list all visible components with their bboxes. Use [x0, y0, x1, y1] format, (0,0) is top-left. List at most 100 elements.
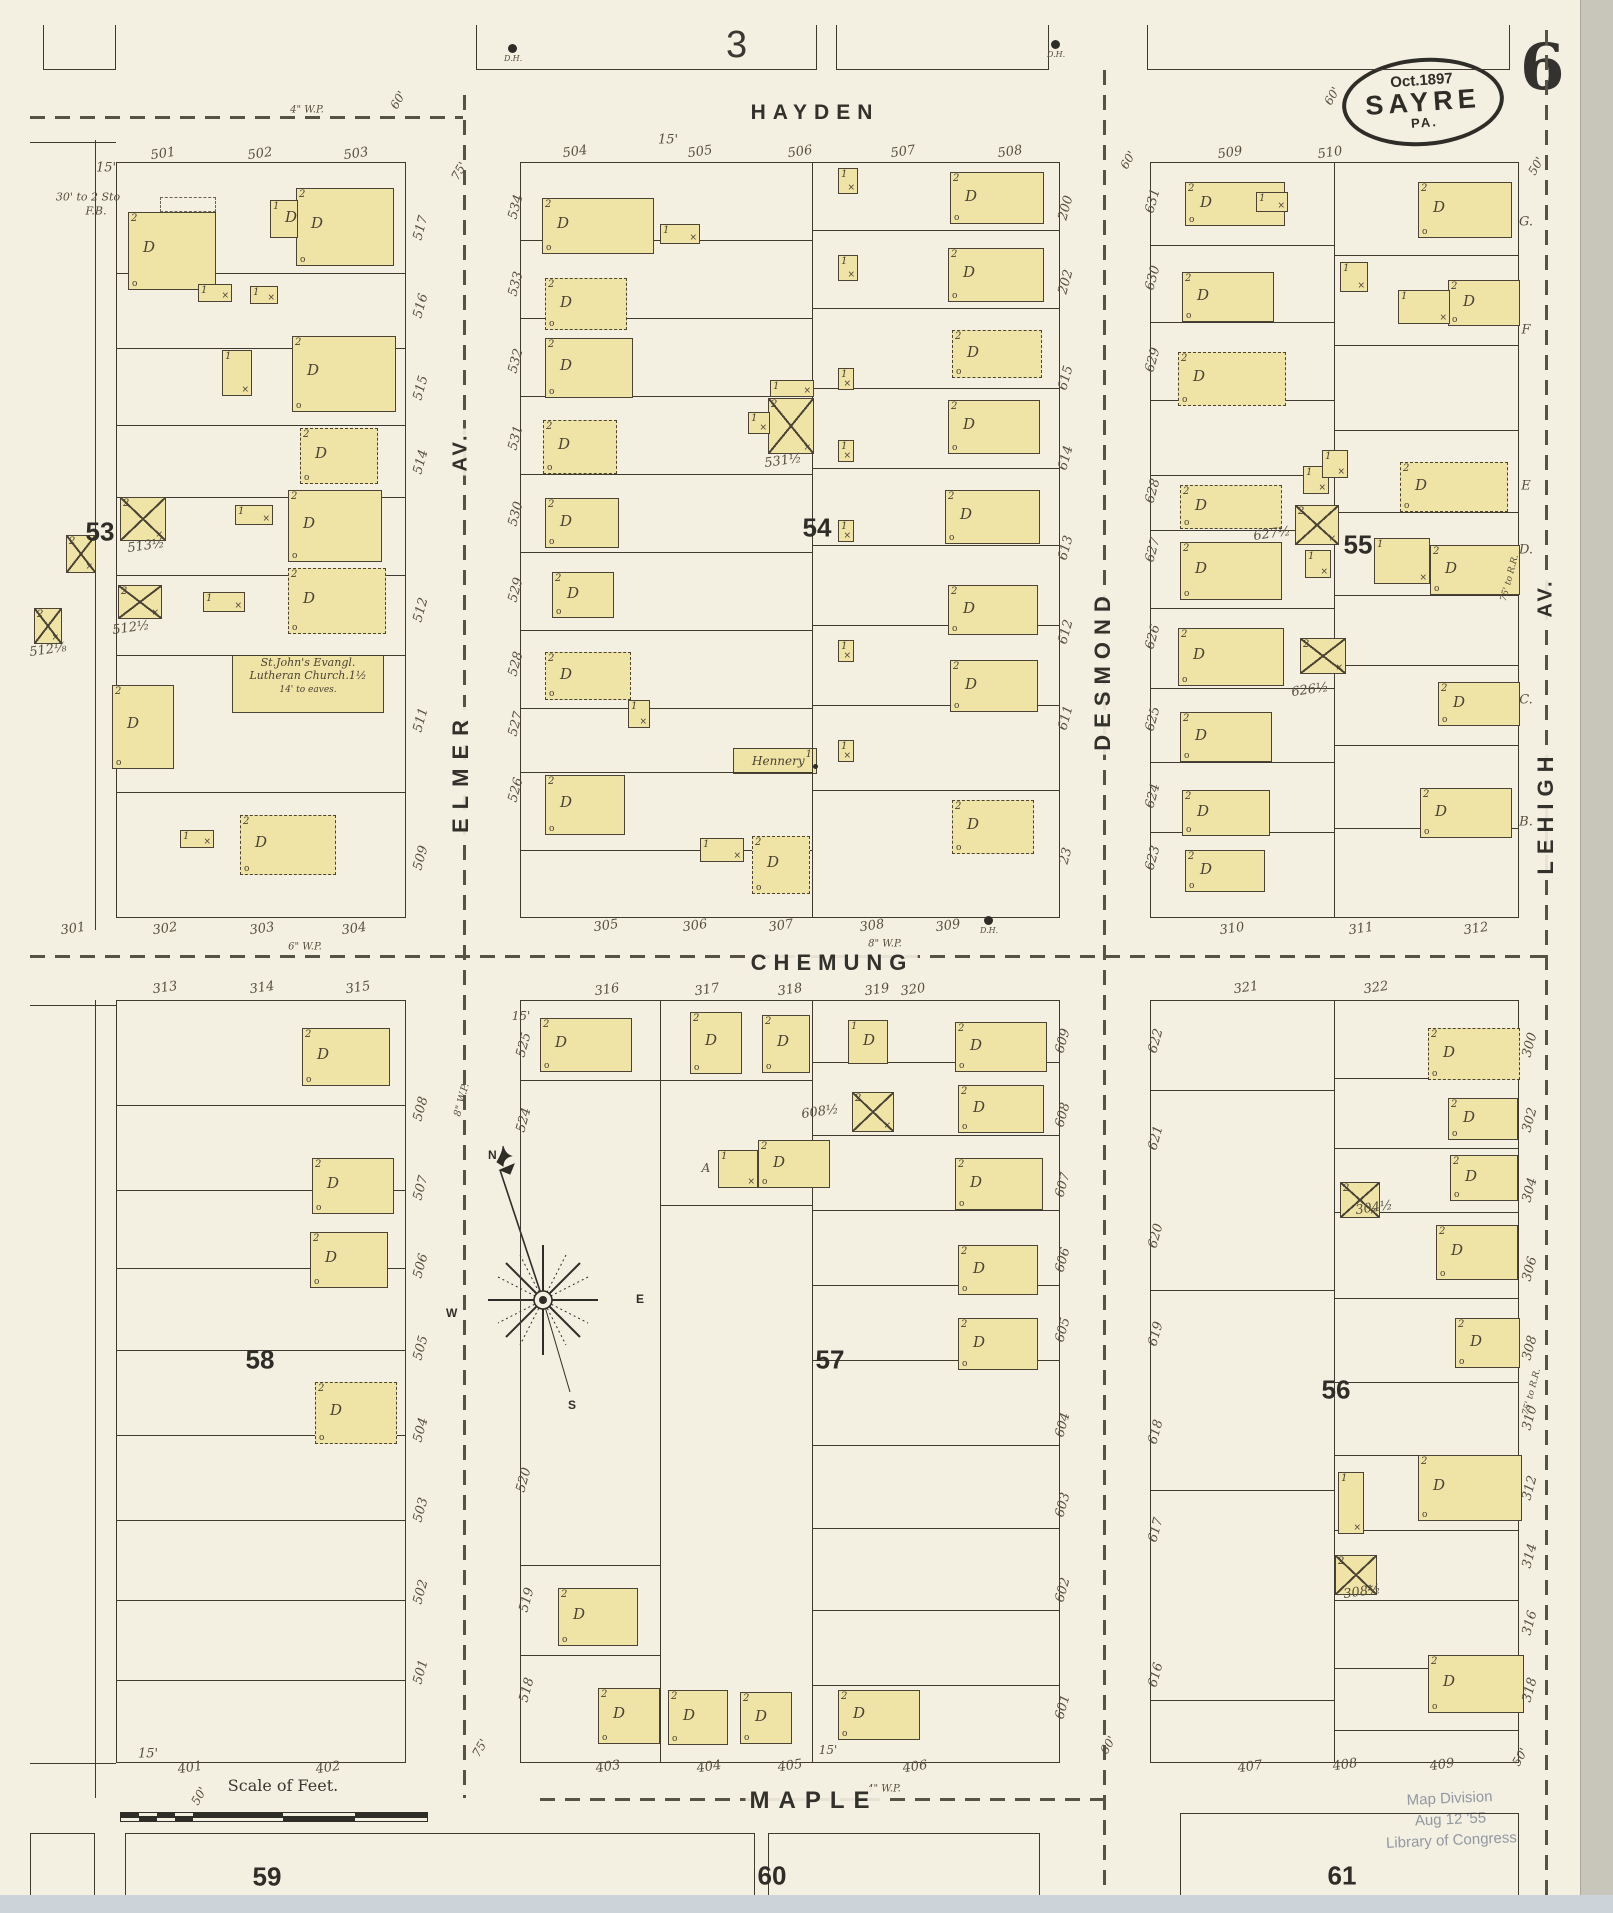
house-lot-number: 502	[246, 144, 274, 164]
house-lot-number: 306	[681, 916, 709, 936]
map-annotation: 15'	[818, 1743, 838, 1757]
lot-line	[1334, 255, 1519, 257]
building-mark: o	[562, 1635, 568, 1645]
building-mark: o	[1440, 1269, 1446, 1279]
building-mark: D	[1195, 559, 1208, 578]
building-mark: ×	[1320, 567, 1328, 577]
building-mark: o	[319, 1433, 325, 1443]
lot-line	[116, 1350, 406, 1352]
building-mark: ×	[733, 851, 741, 861]
lot-line	[1334, 1212, 1519, 1214]
street-label-chemung: CHEMUNG	[746, 950, 918, 976]
building-mark: ×	[1328, 534, 1336, 544]
building-shed: 1×	[1374, 538, 1430, 584]
building-mark: o	[300, 255, 306, 265]
building-mark: D	[555, 1033, 568, 1052]
building-mark: o	[546, 243, 552, 253]
building-mark: D	[1445, 558, 1458, 577]
building-mark: D	[965, 186, 978, 205]
lot-line	[812, 790, 1060, 792]
building-mark: 2	[291, 569, 298, 580]
building-mark: 2	[548, 339, 555, 350]
lot-line	[520, 474, 812, 476]
lot-line	[812, 1285, 1060, 1287]
building-mark: o	[306, 1075, 312, 1085]
lot-line	[520, 396, 812, 398]
building-mark: D	[1435, 801, 1448, 820]
building-mark: o	[316, 1203, 322, 1213]
building-shed: 1×	[770, 380, 814, 397]
building-mark: 2	[953, 173, 960, 184]
building-mark: o	[116, 758, 122, 768]
lot-line	[1150, 1090, 1334, 1092]
lot-line	[520, 1080, 660, 1082]
building-mark: o	[1184, 751, 1190, 761]
sheet-number: 6	[1520, 30, 1565, 105]
building-mark: D	[1451, 1240, 1464, 1259]
building-mark: 2	[546, 421, 553, 432]
map-annotation: A	[701, 1161, 711, 1175]
building-mark: o	[1459, 1357, 1465, 1367]
building-mark: o	[1454, 1190, 1460, 1200]
house-lot-number: 302	[151, 919, 179, 939]
building-mark: o	[956, 367, 962, 377]
building-mark: ×	[203, 837, 211, 847]
lot-line	[116, 1190, 406, 1192]
building-mark: 2	[955, 801, 962, 812]
building-mark: o	[744, 1733, 750, 1743]
building-porch	[160, 197, 216, 212]
compass-rose-graphic	[488, 1145, 598, 1393]
building-mark: D	[1443, 1672, 1456, 1691]
street-label-elmer-av: AV.	[449, 428, 473, 476]
lot-line	[812, 1445, 1060, 1447]
house-lot-number: 516	[410, 292, 432, 320]
building-mark: 1	[206, 593, 213, 604]
building-mark: 1	[663, 225, 670, 236]
building-mark: D	[963, 598, 976, 617]
building-mark: o	[1452, 1129, 1458, 1139]
house-lot-number: 310	[1218, 919, 1246, 939]
building-shed: 1×	[250, 286, 278, 304]
building-mark: 2	[948, 491, 955, 502]
lot-line	[116, 1520, 406, 1522]
building-mark: D	[1195, 725, 1208, 744]
building-mark: 1	[751, 413, 758, 424]
lot-line	[116, 1435, 406, 1437]
street-label-lehigh: LEHIGH	[1533, 745, 1559, 879]
building-mark: D	[1193, 367, 1206, 386]
lot-line	[30, 142, 116, 144]
block-number-57: 57	[815, 1344, 845, 1375]
building-mark: 2	[693, 1013, 700, 1024]
lot-line	[116, 497, 406, 499]
building-mark: D	[1195, 495, 1208, 514]
building-shed: 1×	[838, 368, 854, 390]
map-annotation: 30' to 2 Sto	[55, 190, 121, 204]
lot-line	[30, 1763, 116, 1765]
building-mark: ×	[51, 633, 59, 643]
building-mark: 2	[1433, 546, 1440, 557]
building-mark: 2	[955, 331, 962, 342]
house-lot-number: 514	[410, 448, 432, 476]
building-mark: 2	[1185, 273, 1192, 284]
building-mark: 1	[773, 381, 780, 392]
church-building: St.John's Evangl. Lutheran Church.1½ 14'…	[232, 655, 384, 713]
house-lot-number: 313	[151, 978, 179, 998]
map-annotation: 15'	[137, 1746, 159, 1762]
building-mark: ×	[1357, 281, 1365, 291]
building-mark: 1	[841, 441, 848, 452]
building-mark: D	[1453, 692, 1466, 711]
lot-line	[660, 1080, 812, 1082]
building-mark: 2	[548, 653, 555, 664]
lot-line	[1334, 1298, 1519, 1300]
lot-line	[1150, 1490, 1334, 1492]
